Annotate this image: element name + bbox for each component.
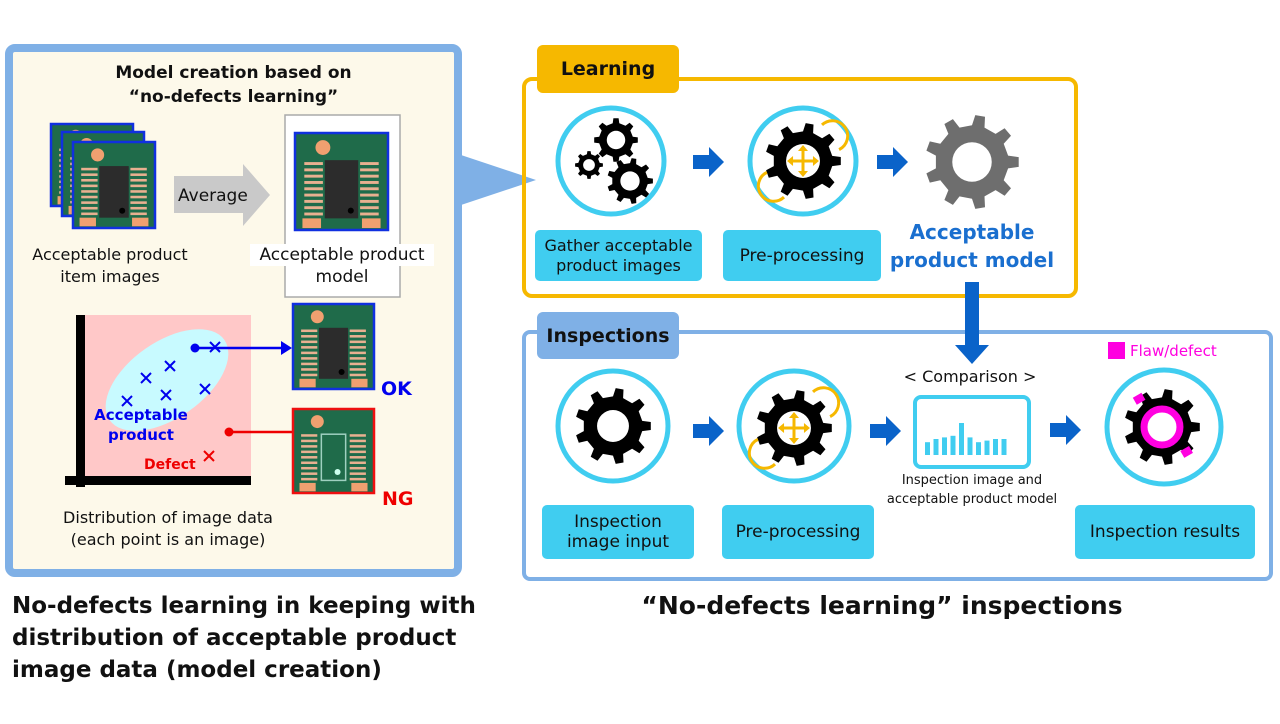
average-label: Average [178,186,248,206]
label-line: model [315,267,369,287]
histogram-bar [933,439,939,455]
label-line: Acceptable [94,406,188,424]
model-creation-title: Model creation based on “no-defects lear… [10,61,457,109]
histogram-bar [950,435,956,455]
average-arrow [174,164,270,226]
ok-chip-image [291,302,376,391]
arrow-right-icon [693,147,724,177]
caption-line: No-defects learning in keeping with [12,593,476,619]
label-line: Inspection [574,512,662,532]
result-gear-icon [1125,389,1200,465]
histogram-bar [942,437,947,455]
arrow-right-icon [877,147,908,177]
scatter-point [140,372,152,384]
title-line: Model creation based on [115,63,352,83]
left-caption: No-defects learning in keeping with dist… [12,590,476,686]
comparison-label: < Comparison > [903,367,1037,386]
comparison-caption: Inspection image and acceptable product … [872,471,1072,509]
histogram-bar [967,437,973,455]
ok-arrowhead-icon [281,341,292,355]
histogram-bar [925,442,930,455]
histogram-bar [1001,439,1007,455]
learning-section [522,77,1078,298]
ng-chip-image [291,407,376,495]
chip-image-stack [49,122,157,230]
learning-tab: Learning [537,45,679,93]
result-circle [1104,367,1224,487]
model-result-label: Acceptable product model [882,218,1062,274]
scatter-point [160,389,172,401]
caption-line: distribution of acceptable product [12,625,457,651]
panel-pointer [458,154,536,206]
gear-icon [607,158,653,204]
inspections-section [522,330,1273,581]
histogram-bar [976,442,981,455]
flaw-legend-swatch [1108,342,1125,359]
scatter-point [121,395,133,407]
label-line: product [108,426,174,444]
caption-line: image data (model creation) [12,657,382,683]
preprocess-step-label-2: Pre-processing [722,505,874,559]
label-line: product model [889,248,1055,272]
preprocess-step-label: Pre-processing [723,230,881,281]
input-circle [555,368,671,484]
arrow-right-icon [870,416,901,446]
ok-label: OK [381,378,412,400]
images-label: Acceptable product item images [20,244,200,288]
model-chip-image [293,131,390,232]
acceptable-product-label: Acceptable product [86,405,196,445]
model-gear-icon [926,115,1019,209]
scatter-point [164,360,176,372]
preprocess-gear-icon [756,119,850,203]
label-line: (each point is an image) [70,530,266,549]
chip-image [71,140,157,230]
defect-label: Defect [144,457,196,473]
comparison-histogram [925,423,1007,455]
scatter-point [203,450,215,462]
label-line: Acceptable [909,220,1035,244]
flaw-legend-label: Flaw/defect [1130,342,1217,360]
right-caption: “No-defects learning” inspections [641,591,1123,620]
histogram-bar [984,440,990,455]
label-line: image input [566,532,670,552]
acceptable-cluster [105,329,229,431]
label-line: Gather acceptable [544,235,693,255]
y-axis [76,315,85,487]
results-step-label: Inspection results [1075,505,1255,559]
label-line: Inspection image and [901,473,1043,488]
histogram-bar [959,423,964,455]
label-line: Distribution of image data [63,508,273,527]
label-line: Acceptable product [32,245,188,264]
histogram-bar [993,439,998,455]
ng-label: NG [382,488,414,510]
title-line: “no-defects learning” [128,87,339,107]
gear-small-icon [575,151,603,179]
model-label: Acceptable product model [250,244,434,288]
label-line: Acceptable product [250,244,434,266]
arrow-right-icon [693,416,724,446]
gears-icon [594,118,638,162]
label-line: acceptable product model [886,492,1058,507]
label-line: item images [60,267,160,286]
scatter-point [199,383,211,395]
preprocess-gear-icon-2 [747,386,841,470]
label-line: product images [556,255,681,275]
arrow-right-icon [1050,415,1081,445]
inspections-tab: Inspections [537,312,679,359]
arrow-down-icon [955,282,989,364]
input-gear-icon [576,388,651,464]
distribution-label: Distribution of image data (each point i… [40,507,296,551]
comparison-monitor-icon [913,395,1031,469]
x-axis [65,476,251,485]
